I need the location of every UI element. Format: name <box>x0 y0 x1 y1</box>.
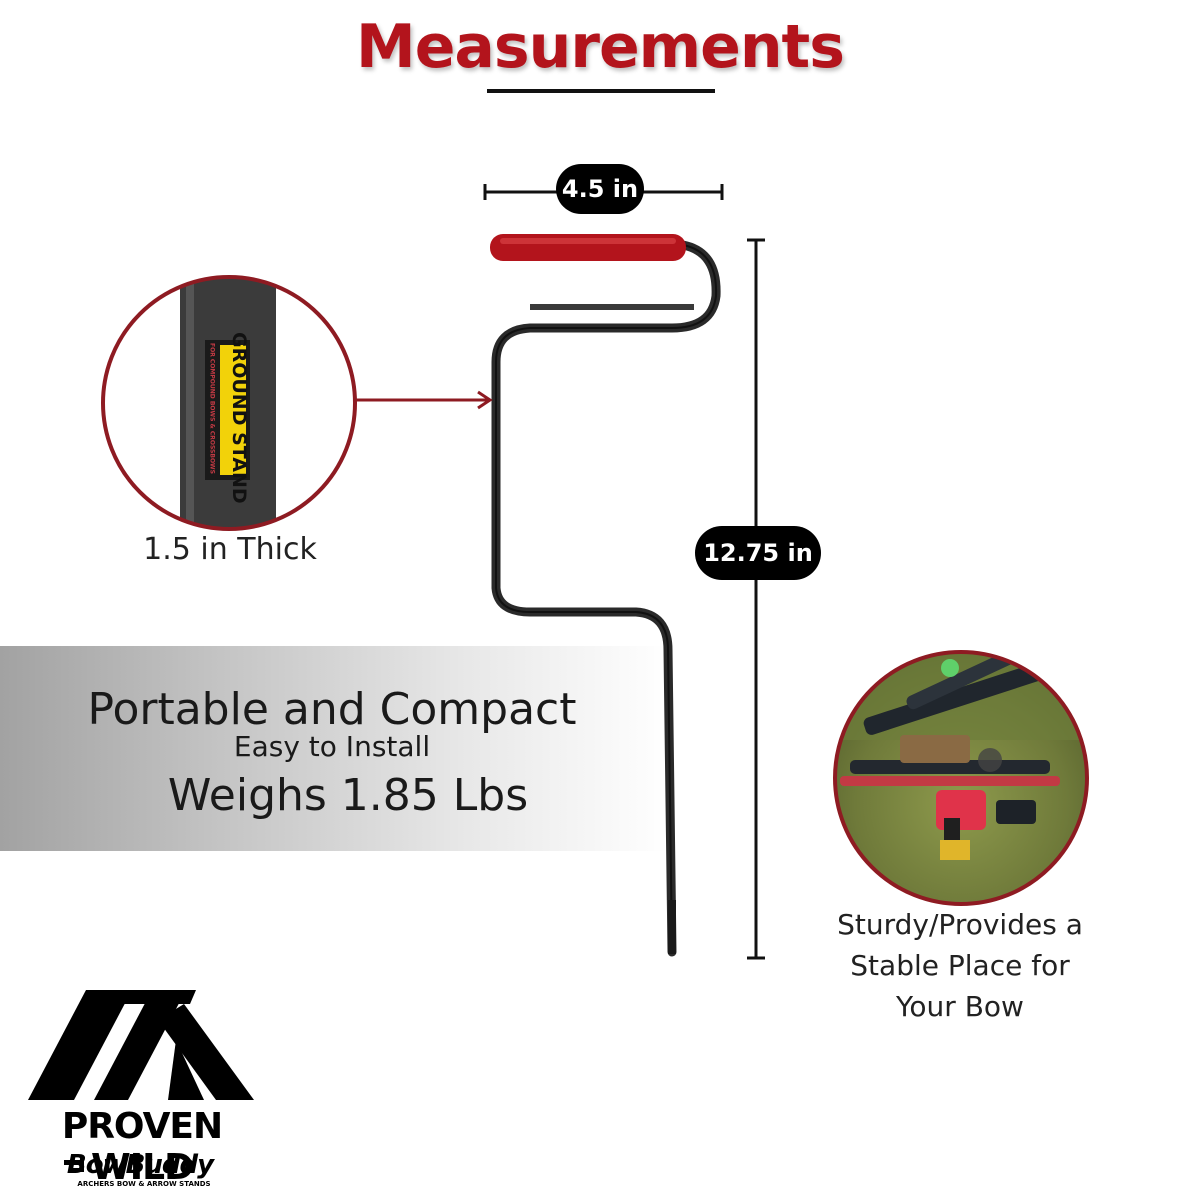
width-label: 4.5 in <box>556 164 644 214</box>
height-dimension-line <box>747 238 765 960</box>
brand-name: PROVEN WILD <box>61 1106 223 1188</box>
sticker-subtitle: FOR COMPOUND BOWS & CROSSBOWS <box>208 343 216 474</box>
feature-band <box>0 646 668 851</box>
brand-logo-mark <box>28 990 254 1100</box>
bowbuddy-logo-icon <box>64 1160 84 1172</box>
brand-sub-logo: BowBuddy <box>66 1150 214 1180</box>
thickness-detail-circle <box>101 275 493 531</box>
usage-caption-line1: Sturdy/Provides a <box>837 908 1083 941</box>
usage-photo-circle <box>833 650 1089 906</box>
thickness-caption: 1.5 in Thick <box>143 532 317 567</box>
ground-stand-rod <box>490 234 721 957</box>
usage-caption-line2: Stable Place for <box>850 949 1070 982</box>
ground-stand-sticker <box>220 345 246 475</box>
feature-weight: Weighs 1.85 Lbs <box>167 770 529 821</box>
feature-install: Easy to Install <box>233 730 431 763</box>
sticker-title: GROUND STAND <box>228 332 250 504</box>
usage-caption-line3: Your Bow <box>896 990 1024 1023</box>
usage-caption: Sturdy/Provides a Stable Place for Your … <box>800 904 1120 1027</box>
height-label: 12.75 in <box>695 526 821 580</box>
title-underline <box>487 89 715 93</box>
feature-portable: Portable and Compact <box>87 684 577 735</box>
page-title: Measurements <box>356 12 845 82</box>
brand-tagline: ARCHERS BOW & ARROW STANDS <box>77 1180 211 1188</box>
